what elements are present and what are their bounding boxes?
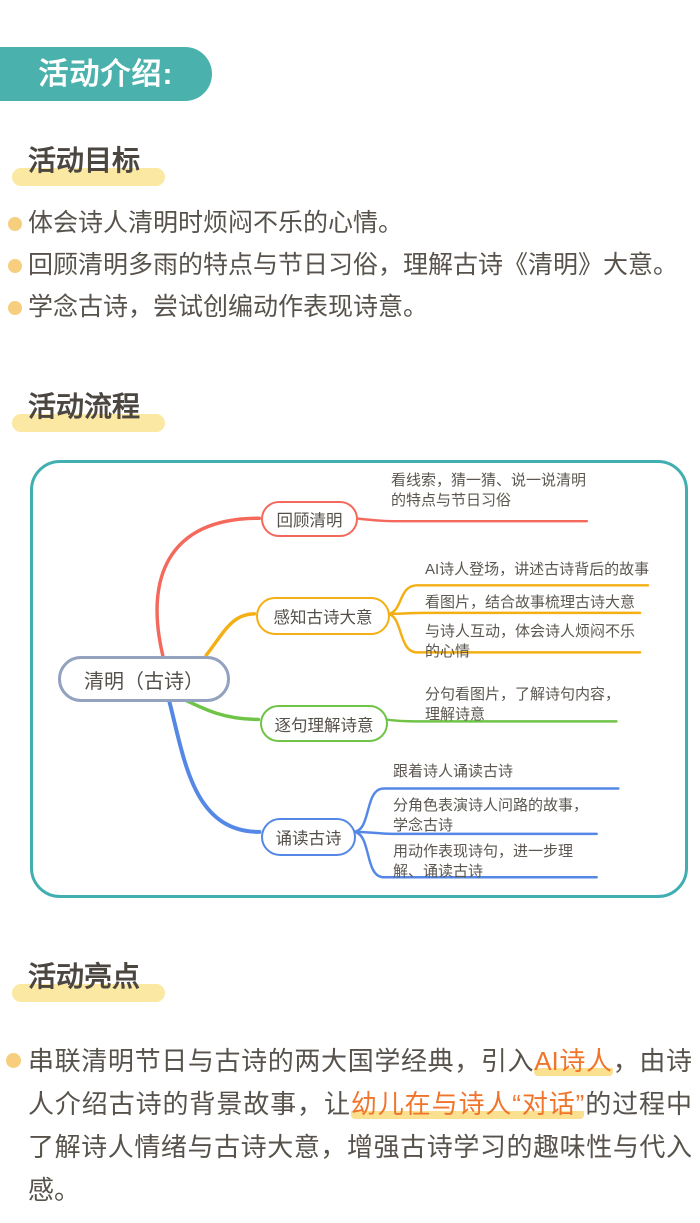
paragraph-text: ，由诗人介绍古诗的背景故事，让: [28, 1046, 692, 1119]
mindmap-leaf: 与诗人互动，体会诗人烦闷不乐 的心情: [425, 623, 636, 660]
yellow-highlight-bar: [12, 414, 165, 432]
yellow-highlight-bar: [12, 168, 165, 186]
mindmap-container: 清明（古诗） 回顾清明 感知古诗大意 逐句理解诗意 诵读古诗 看线索，猜一猜、说…: [30, 460, 688, 898]
goal-text: 回顾清明多雨的特点与节日习俗，理解古诗《清明》大意。: [28, 251, 679, 279]
accent-text-dialogue: 幼儿在与诗人“对话”: [350, 1089, 585, 1119]
list-item: 回顾清明多雨的特点与节日习俗，理解古诗《清明》大意。: [8, 249, 696, 282]
highlights-paragraph: 串联清明节日与古诗的两大国学经典，引入AI诗人，由诗人介绍古诗的背景故事，让幼儿…: [28, 1040, 692, 1212]
mindmap-branch-node-sense-meaning: 感知古诗大意: [256, 597, 390, 635]
mindmap-branch-node-recite: 诵读古诗: [261, 818, 356, 856]
mindmap-leaf: 分句看图片，了解诗句内容， 理解诗意: [425, 686, 621, 723]
list-item: 体会诗人清明时烦闷不乐的心情。: [8, 207, 696, 240]
yellow-highlight-bar: [12, 984, 165, 1002]
paragraph-text: 的过程中了解诗人情绪与古诗大意，增强古诗学习的趣味性与代入感。: [28, 1089, 692, 1205]
section-heading-goals: 活动目标: [12, 142, 165, 186]
goals-list: 体会诗人清明时烦闷不乐的心情。 回顾清明多雨的特点与节日习俗，理解古诗《清明》大…: [8, 207, 696, 333]
mindmap-branch-node-line-by-line: 逐句理解诗意: [260, 705, 388, 742]
goal-text: 学念古诗，尝试创编动作表现诗意。: [28, 293, 429, 321]
mindmap-leaf: 用动作表现诗句，进一步理 解、诵读古诗: [393, 843, 574, 880]
mindmap-leaf: AI诗人登场，讲述古诗背后的故事: [425, 561, 650, 578]
bullet-dot-icon: [8, 259, 22, 273]
section-title: 活动目标: [28, 145, 141, 176]
section-heading-highlights: 活动亮点: [12, 958, 165, 1002]
bullet-dot-icon: [6, 1053, 21, 1068]
activity-intro-banner: 活动介绍:: [0, 47, 212, 101]
mindmap-branch-node-review: 回顾清明: [261, 501, 358, 537]
mindmap-connector-lines: [155, 516, 650, 879]
section-title: 活动亮点: [28, 961, 141, 992]
mindmap-leaf: 看线索，猜一猜、说一说清明 的特点与节日习俗: [391, 472, 587, 509]
mindmap-leaf: 跟着诗人诵读古诗: [393, 763, 514, 780]
mindmap-root-node: 清明（古诗）: [58, 656, 230, 702]
list-item: 学念古诗，尝试创编动作表现诗意。: [8, 291, 696, 324]
goal-text: 体会诗人清明时烦闷不乐的心情。: [28, 209, 404, 237]
mindmap-leaf: 分角色表演诗人问路的故事， 学念古诗: [393, 797, 589, 834]
mindmap-leaf: 看图片，结合故事梳理古诗大意: [425, 594, 636, 611]
bullet-dot-icon: [8, 217, 22, 231]
bullet-dot-icon: [8, 301, 22, 315]
paragraph-text: 串联清明节日与古诗的两大国学经典，引入: [28, 1046, 535, 1076]
section-title: 活动流程: [28, 391, 141, 422]
accent-text-ai-poet: AI诗人: [534, 1046, 613, 1076]
section-heading-process: 活动流程: [12, 388, 165, 432]
